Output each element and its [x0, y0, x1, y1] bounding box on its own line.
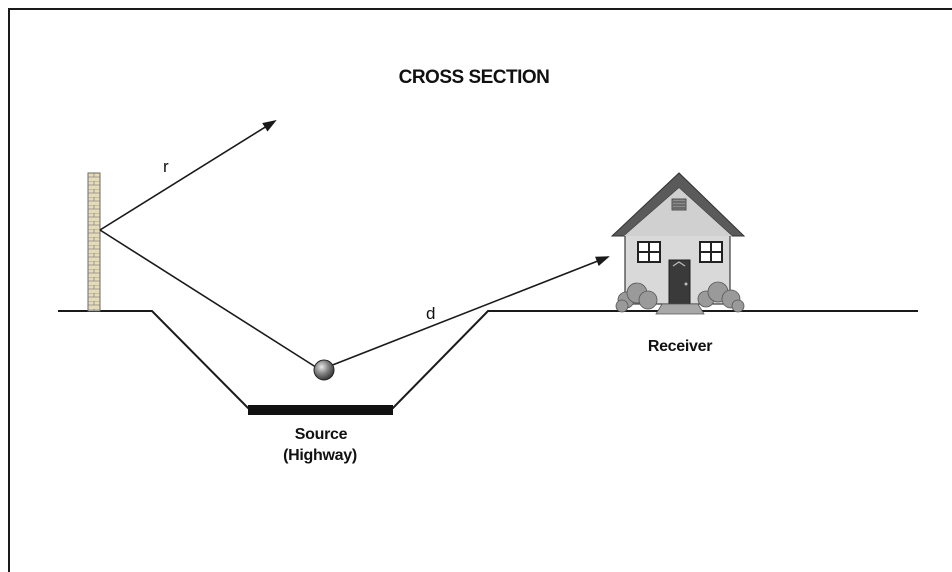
- receiver-label: Receiver: [647, 338, 713, 355]
- source-to-barrier-path: [99, 229, 323, 372]
- diagram-title: CROSS SECTION: [398, 67, 550, 88]
- brick-wall-icon: [87, 172, 101, 312]
- highway-road: [248, 405, 393, 415]
- figure-frame: [8, 8, 952, 572]
- source-sublabel: (Highway): [283, 447, 357, 464]
- source-label: Source: [294, 426, 348, 443]
- house-icon: [610, 172, 746, 315]
- direct-path-label: d: [426, 304, 436, 323]
- direct-path-arrow: [329, 256, 610, 367]
- ground-profile: [58, 310, 918, 409]
- reflected-path-label: r: [163, 157, 169, 176]
- reflected-path-arrow: [99, 119, 277, 231]
- noise-source-sphere-icon: [313, 359, 335, 381]
